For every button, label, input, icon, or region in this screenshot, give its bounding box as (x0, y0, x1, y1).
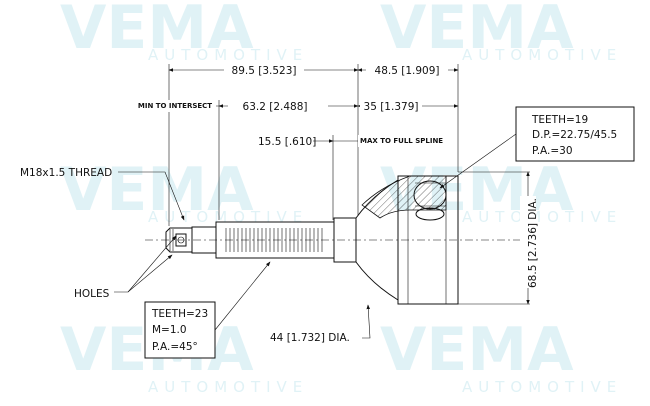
holes-leader-1 (114, 254, 173, 293)
watermark-brand: VEMA (60, 155, 254, 225)
watermark: VEMA VEMA AUTOMOTIVE AUTOMOTIVE VEMA VEM… (60, 0, 622, 396)
outer-spec-leader (214, 261, 271, 331)
watermark-tagline: AUTOMOTIVE (148, 208, 308, 226)
shaft-dia-leader (362, 304, 371, 339)
thread-leader (118, 171, 185, 221)
outer-teeth: TEETH=23 (151, 308, 208, 320)
inner-dp: D.P.=22.75/45.5 (532, 129, 617, 141)
watermark-tagline: AUTOMOTIVE (462, 208, 622, 226)
dim-shaft-dia: 44 [1.732] DIA. (270, 332, 350, 344)
inner-pa: P.A.=30 (532, 145, 573, 157)
full-spline-label: MAX TO FULL SPLINE (360, 137, 443, 145)
holes-leader-2 (127, 235, 177, 293)
inner-teeth: TEETH=19 (531, 114, 588, 126)
watermark-tagline: AUTOMOTIVE (462, 46, 622, 64)
outer-spline-spec-box: TEETH=23 M=1.0 P.A.=45° (144, 261, 271, 359)
watermark-brand: VEMA (380, 315, 574, 385)
thread-label: M18x1.5 THREAD (20, 167, 112, 179)
dim-full-spline: 15.5 [.610] (258, 136, 316, 148)
dim-outer-dia: 68.5 [2.736] DIA. (527, 198, 539, 288)
watermark-tagline: AUTOMOTIVE (148, 378, 308, 396)
watermark-tagline: AUTOMOTIVE (462, 378, 622, 396)
holes-label: HOLES (74, 288, 110, 300)
dim-bell: 48.5 [1.909] (375, 65, 440, 77)
inner-spec-leader (439, 133, 517, 189)
spline-teeth (225, 228, 323, 252)
inner-spline-spec-box: TEETH=19 D.P.=22.75/45.5 P.A.=30 (439, 106, 635, 189)
outer-module: M=1.0 (152, 324, 187, 336)
watermark-tagline: AUTOMOTIVE (148, 46, 308, 64)
dim-min-to-intersect: 63.2 [2.488] (243, 101, 308, 113)
min-to-intersect-label: MIN TO INTERSECT (138, 102, 212, 110)
dim-overall: 89.5 [3.523] (232, 65, 297, 77)
cv-joint-part (165, 175, 459, 305)
dim-bell-inner: 35 [1.379] (364, 101, 419, 113)
watermark-brand: VEMA (60, 0, 254, 63)
watermark-brand: VEMA (380, 0, 574, 63)
outer-pa: P.A.=45° (152, 341, 198, 353)
